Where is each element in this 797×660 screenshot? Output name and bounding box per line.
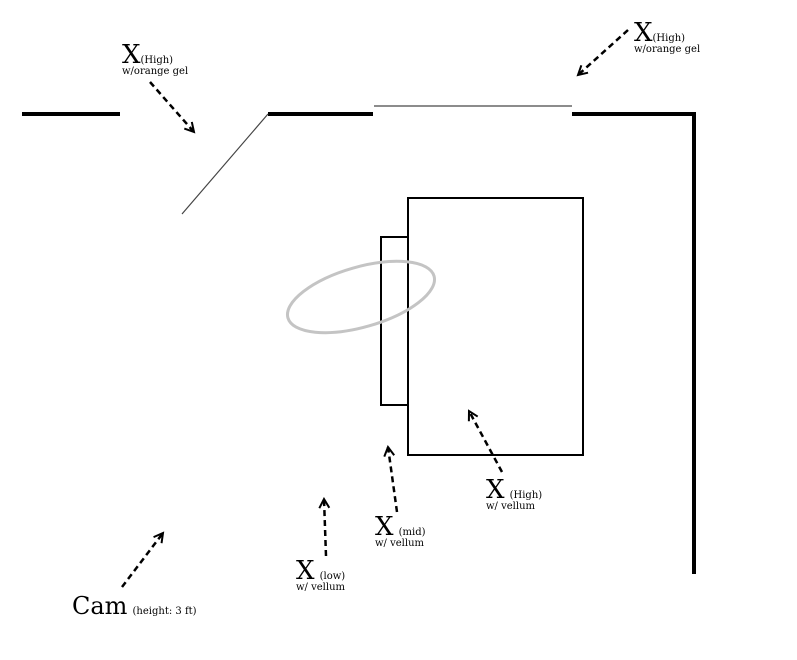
camera-note: (height: 3 ft) xyxy=(132,606,197,617)
light-marker: X xyxy=(296,556,315,586)
arrow-top-right-light xyxy=(578,29,629,75)
light-marker: X xyxy=(486,475,505,505)
light-top-left: X(High) w/orange gel xyxy=(122,42,188,77)
light-height: (High) xyxy=(652,33,686,44)
light-top-right: X(High) w/orange gel xyxy=(634,20,700,55)
subject-ring xyxy=(285,259,437,335)
wall-right-corner xyxy=(572,112,696,574)
light-height: (low) xyxy=(319,571,346,582)
arrow-high-vellum-light xyxy=(469,411,504,473)
arrow-low-light xyxy=(324,499,326,557)
light-height: (mid) xyxy=(398,527,426,538)
door xyxy=(181,113,269,215)
backdrop-box xyxy=(407,197,584,456)
light-modifier: w/orange gel xyxy=(634,44,701,55)
light-height: (High) xyxy=(509,490,543,501)
arrow-camera xyxy=(121,533,163,588)
camera-label: Cam xyxy=(72,592,128,620)
light-high-vellum: X (High) w/ vellum xyxy=(486,477,542,512)
light-marker: X xyxy=(634,18,653,48)
light-modifier: w/ vellum xyxy=(375,538,424,549)
light-height: (High) xyxy=(140,55,174,66)
light-mid: X (mid) w/ vellum xyxy=(375,514,426,549)
light-modifier: w/orange gel xyxy=(122,66,189,77)
light-low: X (low) w/ vellum xyxy=(296,558,345,593)
light-modifier: w/ vellum xyxy=(296,582,345,593)
camera: Cam (height: 3 ft) xyxy=(72,594,197,618)
light-marker: X xyxy=(122,40,141,70)
arrow-mid-light xyxy=(388,447,399,513)
light-modifier: w/ vellum xyxy=(486,501,535,512)
light-marker: X xyxy=(375,512,394,542)
arrow-top-left-light xyxy=(149,81,194,132)
